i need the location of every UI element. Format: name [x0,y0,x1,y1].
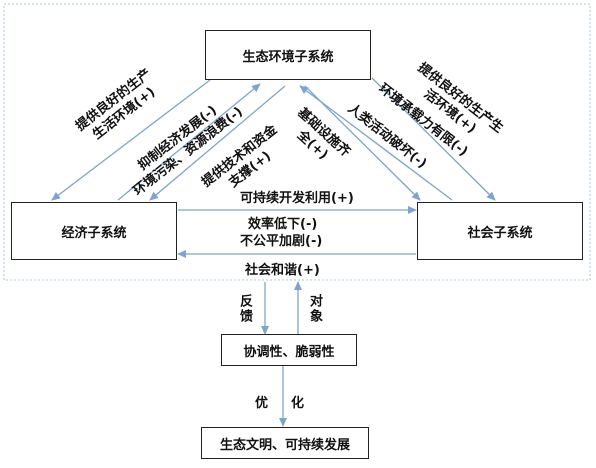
label-feedback: 反馈 [237,294,252,324]
economy-subsystem-label: 经济子系统 [61,225,127,241]
society-subsystem-label: 社会子系统 [467,225,533,241]
final-goal-box: 生态文明、可持续发展 [201,427,369,459]
arrow-econ-to-eco [117,83,261,201]
arrow-eco-to-soc [304,85,421,201]
eco-subsystem-label: 生态环境子系统 [242,49,334,65]
label-harmony: 社会和谐(+) [245,263,320,278]
coordination-box: 协调性、脆弱性 [221,334,357,366]
eco-subsystem-box: 生态环境子系统 [205,30,371,80]
arrow-eco-support-econ [149,85,286,201]
arrow-eco-to-econ [51,79,211,201]
society-subsystem-box: 社会子系统 [417,202,583,260]
arrow-eco-to-soc-outer [371,77,496,201]
label-efficiency: 效率低下(-) [248,217,318,232]
label-optimize-2: 化 [291,396,305,411]
final-goal-label: 生态文明、可持续发展 [219,437,350,453]
arrow-soc-to-eco [299,85,453,201]
label-inequity: 不公平加剧(-) [240,234,323,249]
system-boundary [3,3,591,281]
economy-subsystem-box: 经济子系统 [11,202,177,260]
label-optimize-1: 优 [255,396,269,411]
coordination-label: 协调性、脆弱性 [243,344,335,360]
label-sustainable: 可持续开发利用(+) [240,191,354,206]
label-object: 对象 [307,294,322,324]
